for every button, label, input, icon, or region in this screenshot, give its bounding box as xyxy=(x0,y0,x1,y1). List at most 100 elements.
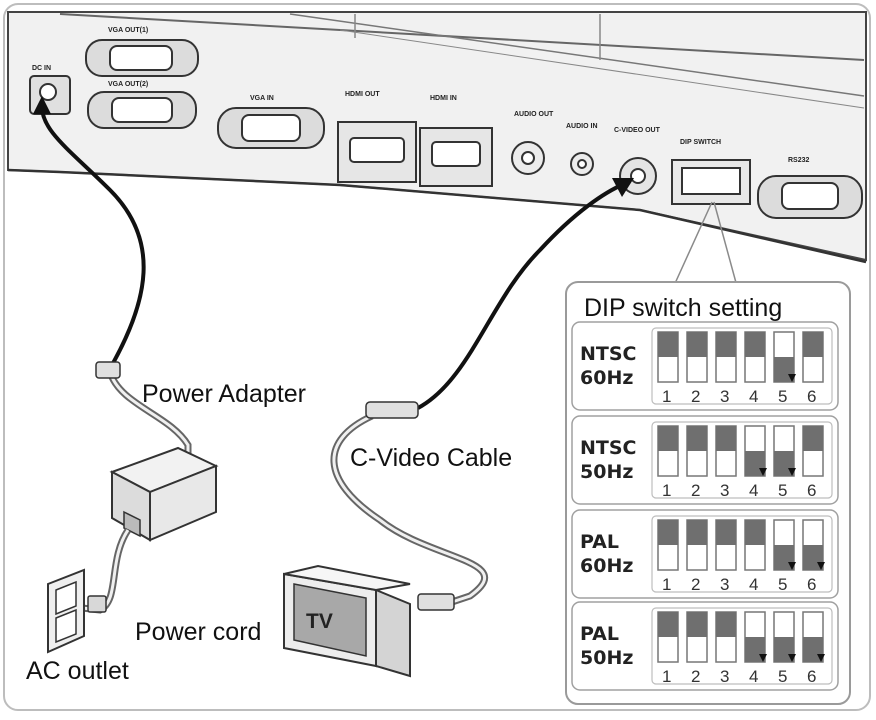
vga-out2-label: VGA OUT(2) xyxy=(108,81,148,88)
dip-switch-2-up xyxy=(686,519,708,571)
dip-switch-4-up xyxy=(744,519,766,571)
dip-switch-1-up xyxy=(657,519,679,571)
vga-out2-port: VGA OUT(2) xyxy=(87,81,197,129)
down-arrow-icon xyxy=(788,562,796,570)
dip-switch-number: 5 xyxy=(778,575,787,594)
vga-in-port: VGA IN xyxy=(217,95,325,149)
dip-mode-frequency: 50Hz xyxy=(580,647,633,669)
dip-switch-4-down xyxy=(744,425,767,477)
dip-switch-5-down xyxy=(773,611,796,663)
vga-out1-label: VGA OUT(1) xyxy=(108,27,148,34)
dip-switch-number: 6 xyxy=(807,575,816,594)
cvideo-arrowhead xyxy=(612,178,634,197)
dip-switch-number: 5 xyxy=(778,387,787,406)
down-arrow-icon xyxy=(788,468,796,476)
dip-switch-3-up xyxy=(715,425,737,477)
down-arrow-icon xyxy=(759,468,767,476)
dip-switch-number: 4 xyxy=(749,667,758,686)
tv-set: TV xyxy=(283,564,411,678)
dip-switch-3-up xyxy=(715,331,737,383)
dip-switch-number: 1 xyxy=(662,667,671,686)
dip-switch-number: 3 xyxy=(720,575,729,594)
dip-switch-4-down xyxy=(744,611,767,663)
dip-callout-line-left xyxy=(671,201,713,291)
power-adapter-label: Power Adapter xyxy=(142,380,306,408)
dip-switch-number: 1 xyxy=(662,575,671,594)
hdmi-in-label: HDMI IN xyxy=(430,95,457,102)
power-cable-to-dc-in xyxy=(39,103,146,374)
dip-switch-number: 2 xyxy=(691,667,700,686)
dc-in-label: DC IN xyxy=(32,65,51,72)
dip-switch-number: 2 xyxy=(691,481,700,500)
audio-out-port: AUDIO OUT xyxy=(511,111,554,175)
power-cord-label: Power cord xyxy=(135,618,261,646)
dip-switch-number: 6 xyxy=(807,667,816,686)
vga-in-label: VGA IN xyxy=(250,95,274,102)
dip-switch-number: 3 xyxy=(720,667,729,686)
ac-outlet xyxy=(47,568,85,654)
dip-switch-1-up xyxy=(657,611,679,663)
cvideo-plug-top xyxy=(365,401,419,419)
cvideo-out-label: C-VIDEO OUT xyxy=(614,127,661,134)
dc-in-arrowhead xyxy=(33,96,51,114)
dip-mode-standard: NTSC xyxy=(580,437,637,459)
dip-switch-number: 5 xyxy=(778,667,787,686)
dip-switch-5-down xyxy=(773,519,796,571)
dip-switch-6-up xyxy=(802,425,824,477)
down-arrow-icon xyxy=(788,654,796,662)
dip-switch-4-up xyxy=(744,331,766,383)
dip-switch-3-up xyxy=(715,519,737,571)
audio-out-label: AUDIO OUT xyxy=(514,111,554,118)
rs232-port: RS232 xyxy=(757,157,863,219)
dip-switch-number: 4 xyxy=(749,575,758,594)
dip-switch-6-up xyxy=(802,331,824,383)
dip-switch-1-up xyxy=(657,331,679,383)
dip-switch-number: 4 xyxy=(749,481,758,500)
dip-mode-standard: PAL xyxy=(580,623,619,645)
dip-switch-label: DIP SWITCH xyxy=(680,139,721,146)
dip-switch-number: 2 xyxy=(691,387,700,406)
dip-switch-number: 3 xyxy=(720,481,729,500)
rs232-label: RS232 xyxy=(788,157,810,164)
dip-mode-frequency: 50Hz xyxy=(580,461,633,483)
audio-in-label: AUDIO IN xyxy=(566,123,598,130)
dip-mode-standard: PAL xyxy=(580,531,619,553)
hdmi-out-port: HDMI OUT xyxy=(337,91,417,183)
dip-switch-number: 4 xyxy=(749,387,758,406)
dip-switch-6-down xyxy=(802,611,825,663)
dip-switch-number: 1 xyxy=(662,387,671,406)
dip-mode-frequency: 60Hz xyxy=(580,367,633,389)
dip-switch-1-up xyxy=(657,425,679,477)
dip-switch-2-up xyxy=(686,611,708,663)
power-plug xyxy=(87,595,107,613)
dip-mode-standard: NTSC xyxy=(580,343,637,365)
hdmi-out-label: HDMI OUT xyxy=(345,91,380,98)
dip-switch-5-down xyxy=(773,425,796,477)
down-arrow-icon xyxy=(817,562,825,570)
dip-switch-number: 6 xyxy=(807,481,816,500)
dip-callout-line-right xyxy=(713,201,739,291)
dip-settings-title: DIP switch setting xyxy=(584,294,782,322)
cvideo-cable-to-port xyxy=(417,182,625,410)
audio-in-port: AUDIO IN xyxy=(566,123,598,176)
cvideo-cable-label: C-Video Cable xyxy=(350,444,512,472)
dip-switch-number: 3 xyxy=(720,387,729,406)
vga-out1-port: VGA OUT(1) xyxy=(85,27,199,77)
dip-mode-frequency: 60Hz xyxy=(580,555,633,577)
dip-switch-5-down xyxy=(773,331,796,383)
hdmi-in-port: HDMI IN xyxy=(419,95,493,187)
dip-switch-3-up xyxy=(715,611,737,663)
dip-switch-2-up xyxy=(686,425,708,477)
power-adapter-brick xyxy=(109,446,219,542)
dc-plug xyxy=(95,361,121,379)
down-arrow-icon xyxy=(817,654,825,662)
down-arrow-icon xyxy=(759,654,767,662)
dip-switch-number: 5 xyxy=(778,481,787,500)
dip-switch-6-down xyxy=(802,519,825,571)
